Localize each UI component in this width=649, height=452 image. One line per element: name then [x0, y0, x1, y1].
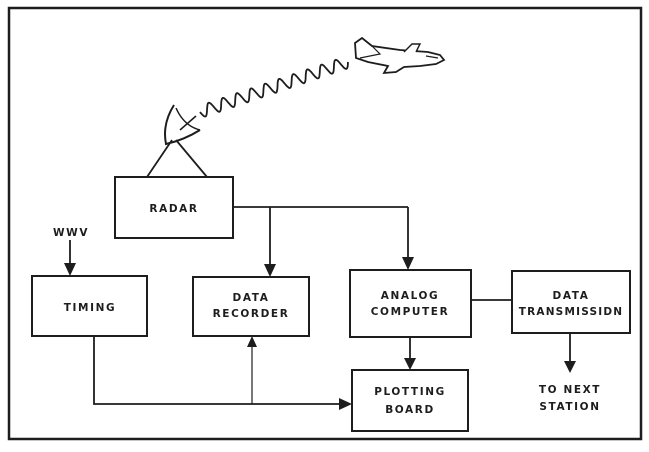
diagram-frame	[7, 6, 643, 441]
data-recorder-block: DATA RECORDER	[192, 276, 310, 337]
wwv-label: WWV	[53, 227, 89, 239]
radio-wave-icon	[199, 58, 349, 118]
data-transmission-label-line-2: TRANSMISSIDN	[519, 306, 624, 318]
analog-computer-label-line-1: ANALOG	[381, 290, 440, 302]
analog-computer-label-line-2: COMPUTER	[371, 306, 450, 318]
plotting-board-label-line-1: PLOTTING	[374, 386, 446, 398]
timing-block: TIMING	[31, 275, 148, 337]
radar-block: RADAR	[114, 176, 234, 239]
plotting-board-block: PLOTTING BOARD	[351, 369, 469, 432]
airplane-icon	[354, 36, 446, 75]
radar-label: RADAR	[149, 203, 198, 215]
plotting-board-label-line-2: BOARD	[385, 404, 435, 416]
next-station-label-line-1: TO NEXT	[539, 384, 601, 396]
timing-to-plotting-line	[93, 336, 340, 405]
analog-computer-block: ANALOG COMPUTER	[349, 269, 472, 338]
timing-label: TIMING	[64, 302, 116, 314]
next-station-label-line-2: STATION	[539, 401, 600, 413]
connectors	[64, 206, 576, 410]
data-transmission-block: DATA TRANSMISSIDN	[511, 270, 631, 334]
data-recorder-label-line-1: DATA	[233, 292, 270, 304]
radar-dish-icon	[146, 104, 208, 178]
data-transmission-label-line-1: DATA	[553, 290, 590, 302]
data-recorder-label-line-2: RECORDER	[213, 308, 290, 320]
